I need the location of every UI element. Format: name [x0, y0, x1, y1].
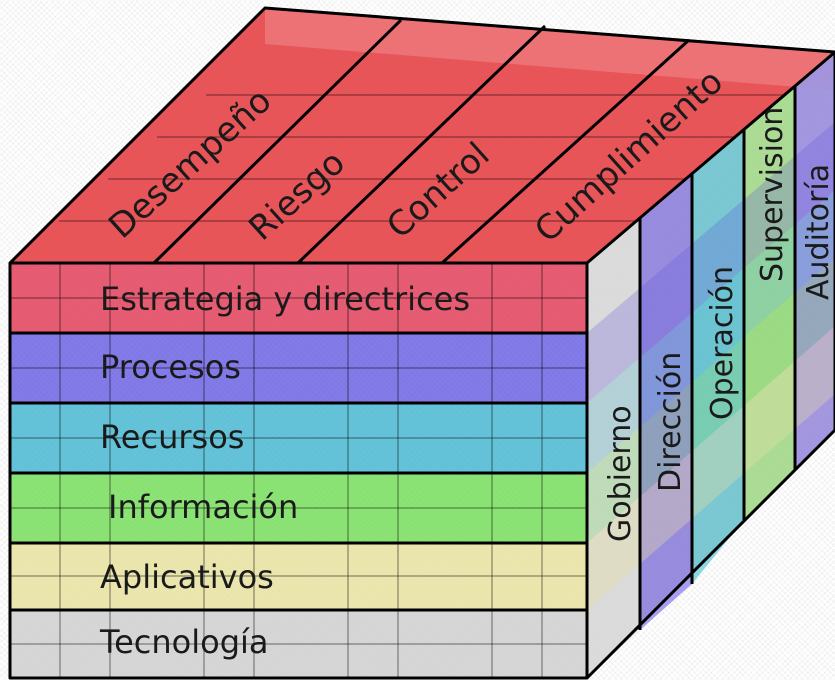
slice-label-auditoria: Auditoría [801, 164, 835, 300]
front-face [10, 263, 587, 678]
slice-label-operacion: Operación [705, 266, 740, 420]
layer-label-aplicativos: Aplicativos [100, 558, 274, 596]
layer-band-informacion [10, 473, 587, 543]
layer-band-aplicativos [10, 543, 587, 610]
layer-label-informacion: Información [108, 488, 298, 526]
layer-band-estrategia [10, 263, 587, 333]
side-labels: Gobierno Dirección Operación Supervision… [603, 107, 835, 542]
front-labels: Estrategia y directrices Procesos Recurs… [99, 280, 470, 661]
layer-band-recursos [10, 403, 587, 473]
side-face [587, 52, 835, 678]
layer-band-tecnologia [10, 610, 587, 678]
slice-label-direccion: Dirección [653, 352, 688, 492]
layer-label-recursos: Recursos [100, 418, 244, 456]
top-face [10, 8, 835, 265]
layer-band-procesos [10, 333, 587, 403]
slice-label-gobierno: Gobierno [603, 405, 638, 542]
layer-label-estrategia: Estrategia y directrices [100, 280, 470, 318]
slice-label-supervision: Supervision [755, 107, 790, 282]
layer-label-procesos: Procesos [100, 348, 241, 386]
layer-label-tecnologia: Tecnología [99, 623, 269, 661]
cube-outline [8, 6, 835, 680]
